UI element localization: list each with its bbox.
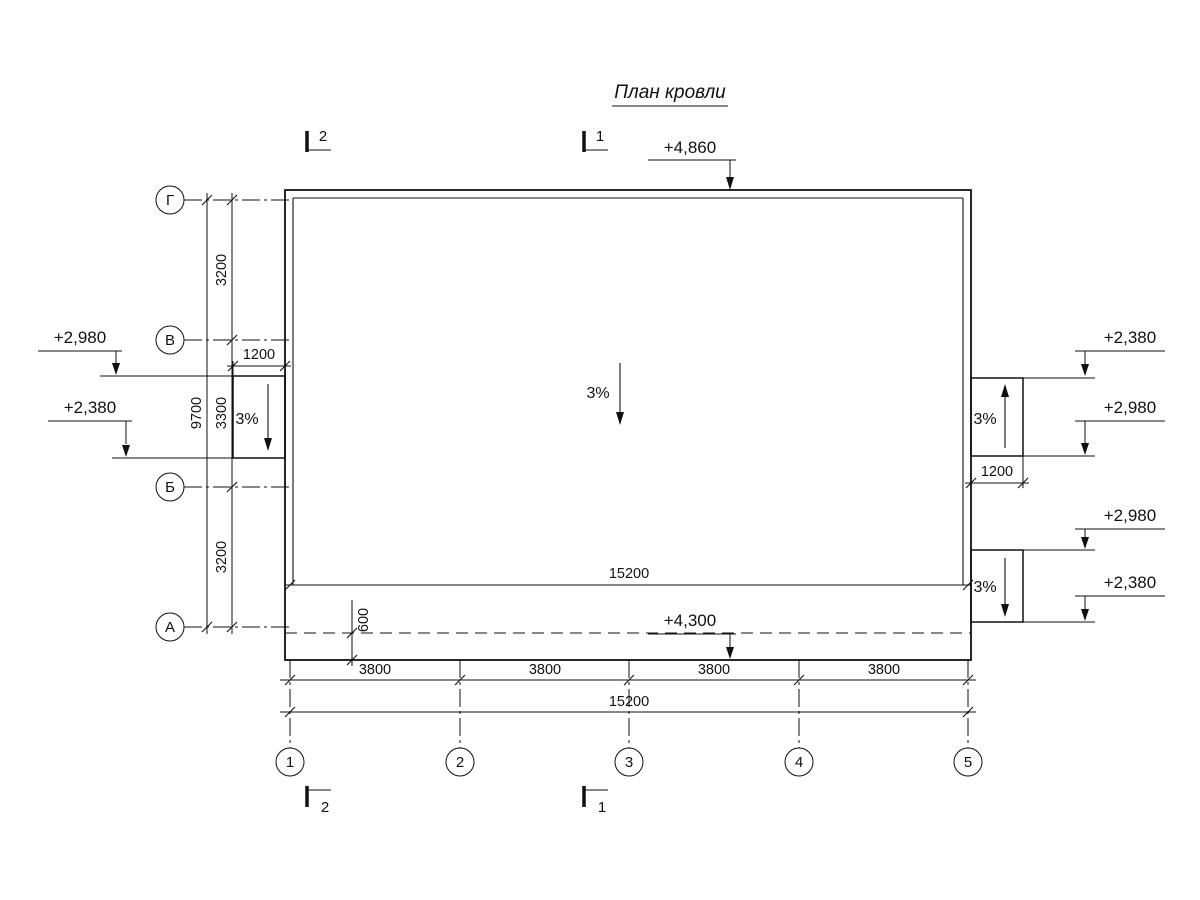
grid-col-label: 3 <box>625 754 633 771</box>
grid-row-label: А <box>165 619 175 636</box>
dim-label: 3200 <box>214 254 230 286</box>
grid-col-bubble <box>953 747 983 777</box>
slope-label: 3% <box>973 411 996 428</box>
grid-col-bubble <box>784 747 814 777</box>
dim-ticks-inner-width <box>284 579 974 591</box>
down-arrow-icon <box>1081 537 1089 549</box>
grid-row-label: Б <box>165 479 175 496</box>
down-arrow-icon <box>122 445 130 457</box>
down-arrow-icon <box>112 363 120 375</box>
dim-label: 3300 <box>214 397 230 429</box>
roof-outline-outer <box>284 189 972 661</box>
grid-col-bubble <box>445 747 475 777</box>
canopy-right-upper <box>970 377 1024 457</box>
elevation-label: +4,300 <box>664 611 716 630</box>
grid-col-label: 2 <box>456 754 464 771</box>
section-label: 1 <box>596 128 604 145</box>
section-marks: 2 1 2 1 <box>305 128 608 816</box>
down-arrow-icon <box>616 412 624 425</box>
elevation-leader <box>648 159 736 178</box>
building-outline <box>232 189 1024 661</box>
elevation-leader <box>38 350 233 377</box>
grid-col-label: 1 <box>286 754 294 771</box>
dim-label: 9700 <box>189 397 205 429</box>
dim-ticks-left-total <box>201 194 213 633</box>
dim-label: 15200 <box>609 566 649 582</box>
elevation-label: +4,860 <box>664 138 716 157</box>
grid-row-bubble <box>155 612 185 642</box>
slope-arrows: 3% 3% 3% 3% <box>235 363 1009 617</box>
dim-label: 1200 <box>243 347 275 363</box>
roof-parapet-inner <box>292 197 964 585</box>
dim-label: 600 <box>356 608 372 632</box>
down-arrow-icon <box>1081 364 1089 376</box>
dim-label: 15200 <box>609 694 649 710</box>
dim-label: 3800 <box>868 662 900 678</box>
elevation-marks: +4,860 +4,300 +2,980 +2,380 +2,380 +2,98… <box>38 138 1165 659</box>
dim-ticks-canopy-right <box>965 477 1029 489</box>
elevation-label: +2,380 <box>1104 573 1156 592</box>
slope-label: 3% <box>973 579 996 596</box>
dim-ticks-bottom-total <box>284 706 974 718</box>
dim-label: 1200 <box>981 464 1013 480</box>
dim-ticks-canopy-left <box>227 360 291 372</box>
elevation-label: +2,380 <box>64 398 116 417</box>
down-arrow-icon <box>726 177 734 190</box>
elevation-label: +2,980 <box>54 328 106 347</box>
elevation-leader <box>48 420 233 459</box>
up-arrow-icon <box>1001 384 1009 397</box>
dimension-annotations: 3200 3300 3200 9700 1200 15200 600 1200 … <box>189 193 1029 718</box>
elevation-leader <box>1023 420 1165 457</box>
grid-axes: Г В Б А 1 2 3 4 5 <box>155 185 983 777</box>
grid-row-label: В <box>165 332 175 349</box>
grid-col-bubble <box>275 747 305 777</box>
down-arrow-icon <box>264 438 272 451</box>
grid-col-label: 4 <box>795 754 803 771</box>
grid-row-bubble <box>155 472 185 502</box>
slope-label: 3% <box>586 385 609 402</box>
elevation-label: +2,980 <box>1104 398 1156 417</box>
elevation-label: +2,980 <box>1104 506 1156 525</box>
elevation-label: +2,380 <box>1104 328 1156 347</box>
dim-label: 3800 <box>529 662 561 678</box>
slope-label: 3% <box>235 411 258 428</box>
grid-row-label: Г <box>166 192 174 209</box>
grid-col-bubble <box>614 747 644 777</box>
down-arrow-icon <box>1081 609 1089 621</box>
dim-ticks-left-chain <box>226 194 238 633</box>
dim-line-canopy-left <box>227 361 291 376</box>
grid-row-bubble <box>155 185 185 215</box>
dim-label: 3800 <box>359 662 391 678</box>
section-label: 2 <box>319 128 327 145</box>
canopy-right-lower <box>970 549 1024 623</box>
section-label: 2 <box>321 799 329 816</box>
dim-label: 3200 <box>214 541 230 573</box>
down-arrow-icon <box>726 647 734 659</box>
down-arrow-icon <box>1001 604 1009 617</box>
grid-col-lines <box>289 660 969 748</box>
grid-col-label: 5 <box>964 754 972 771</box>
grid-row-lines <box>184 199 291 628</box>
title-block: План кровли <box>612 82 728 107</box>
page-title: План кровли <box>614 82 726 103</box>
elevation-leader <box>1023 595 1165 623</box>
section-label: 1 <box>598 799 606 816</box>
elevation-leader <box>648 633 736 648</box>
dim-ticks-eaves-offset <box>346 627 358 666</box>
grid-row-bubble <box>155 325 185 355</box>
dim-ticks-bottom-chain <box>284 674 974 686</box>
elevation-leader <box>1023 528 1165 551</box>
down-arrow-icon <box>1081 443 1089 455</box>
elevation-leader <box>1023 350 1165 379</box>
canopy-left <box>232 375 286 459</box>
dim-label: 3800 <box>698 662 730 678</box>
